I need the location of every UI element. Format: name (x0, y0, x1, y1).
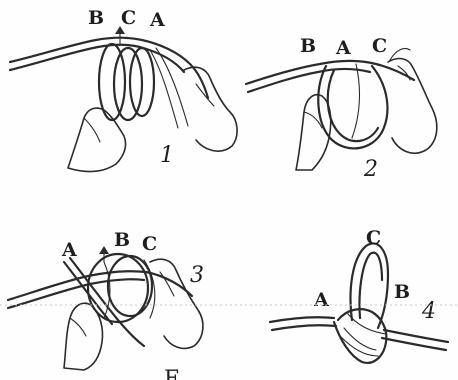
panel-3-coil-2 (108, 256, 152, 316)
panel-2-label-c: C (372, 35, 387, 57)
panel-1: B C A 1 (10, 7, 237, 171)
panel-1-label-b: B (88, 7, 104, 29)
panel-3-left-hand (64, 303, 103, 370)
panel-4-rope-left (270, 317, 334, 322)
panel-2-right-hand (388, 59, 437, 154)
panel-4-label-b: B (394, 281, 410, 303)
panel-1-right-hand (184, 67, 237, 151)
panel-2-label-b: B (300, 35, 316, 57)
panel-1-label-a: A (149, 9, 165, 31)
panel-1-rope (10, 38, 208, 98)
panel-1-step-number: 1 (160, 143, 174, 168)
panel-4-label-c: C (366, 227, 381, 249)
panel-1-label-c: C (121, 7, 136, 29)
panel-3-label-a: A (61, 239, 77, 261)
panel-3: A B C 3 (8, 229, 204, 370)
panel-3-label-b: B (114, 229, 130, 251)
panel-2-label-a: A (335, 37, 351, 59)
panel-4-label-a: A (313, 289, 329, 311)
panel-1-coil-2 (114, 48, 142, 120)
footer-text-fragment: E (164, 367, 180, 380)
panel-4: C A B 4 (270, 227, 448, 363)
panel-2-step-number: 2 (363, 157, 378, 182)
panel-2: B A C 2 (246, 35, 437, 182)
panel-3-label-c: C (142, 233, 157, 255)
panel-1-coil-1 (99, 44, 125, 120)
panel-3-step-number: 3 (190, 263, 204, 288)
panel-4-step-number: 4 (421, 299, 436, 324)
